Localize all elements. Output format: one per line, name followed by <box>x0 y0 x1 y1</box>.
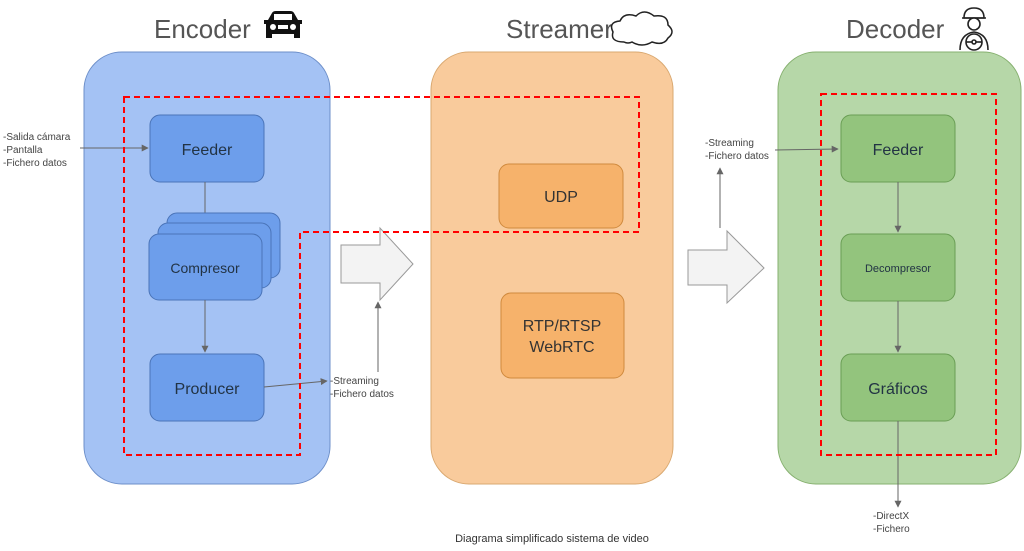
encoder-to-streamer-block-arrow <box>340 226 414 302</box>
decoder-input-1: -Streaming <box>705 138 754 149</box>
driver-icon <box>959 7 989 51</box>
encoder-input-3: -Fichero datos <box>3 158 67 169</box>
streamer-to-decoder-block-arrow <box>687 229 765 305</box>
streamer-rtp-label-1: RTP/RTSP <box>523 318 602 335</box>
car-icon <box>264 11 302 38</box>
streamer-title: Streamer <box>506 14 613 44</box>
streamer-panel <box>430 51 674 485</box>
streamer-rtp-box <box>500 292 625 379</box>
encoder-compresor-label: Compresor <box>170 260 240 276</box>
decoder-dashed-boundary <box>820 93 997 456</box>
diagram-caption: Diagrama simplificado sistema de video <box>455 533 649 545</box>
encoder-output-1: -Streaming <box>330 376 379 387</box>
decoder-input-2: -Fichero datos <box>705 151 769 162</box>
decoder-feeder-label: Feeder <box>873 142 924 159</box>
decoder-graficos-label: Gráficos <box>868 381 928 398</box>
encoder-feeder-label: Feeder <box>182 142 233 159</box>
decoder-title: Decoder <box>846 14 945 44</box>
decoder-input-arrow <box>774 145 839 153</box>
streamer-udp-box <box>498 163 624 229</box>
decoder-output-1: -DirectX <box>873 511 909 522</box>
encoder-input-2: -Pantalla <box>3 145 43 156</box>
cloud-icon <box>610 11 673 46</box>
encoder-producer-label: Producer <box>175 381 241 398</box>
encoder-producer-box <box>149 353 265 422</box>
streamer-rtp-label-2: WebRTC <box>529 339 594 356</box>
encoder-title: Encoder <box>154 14 251 44</box>
encoder-streamer-dashed-boundary <box>123 96 640 456</box>
encoder-feeder-box <box>149 114 265 183</box>
decoder-output-2: -Fichero <box>873 524 910 535</box>
encoder-output-2: -Fichero datos <box>330 389 394 400</box>
encoder-input-1: -Salida cámara <box>3 132 71 143</box>
producer-output-arrow <box>263 378 328 388</box>
streamer-udp-label: UDP <box>544 189 578 206</box>
decoder-decompresor-label: Decompresor <box>865 263 931 275</box>
